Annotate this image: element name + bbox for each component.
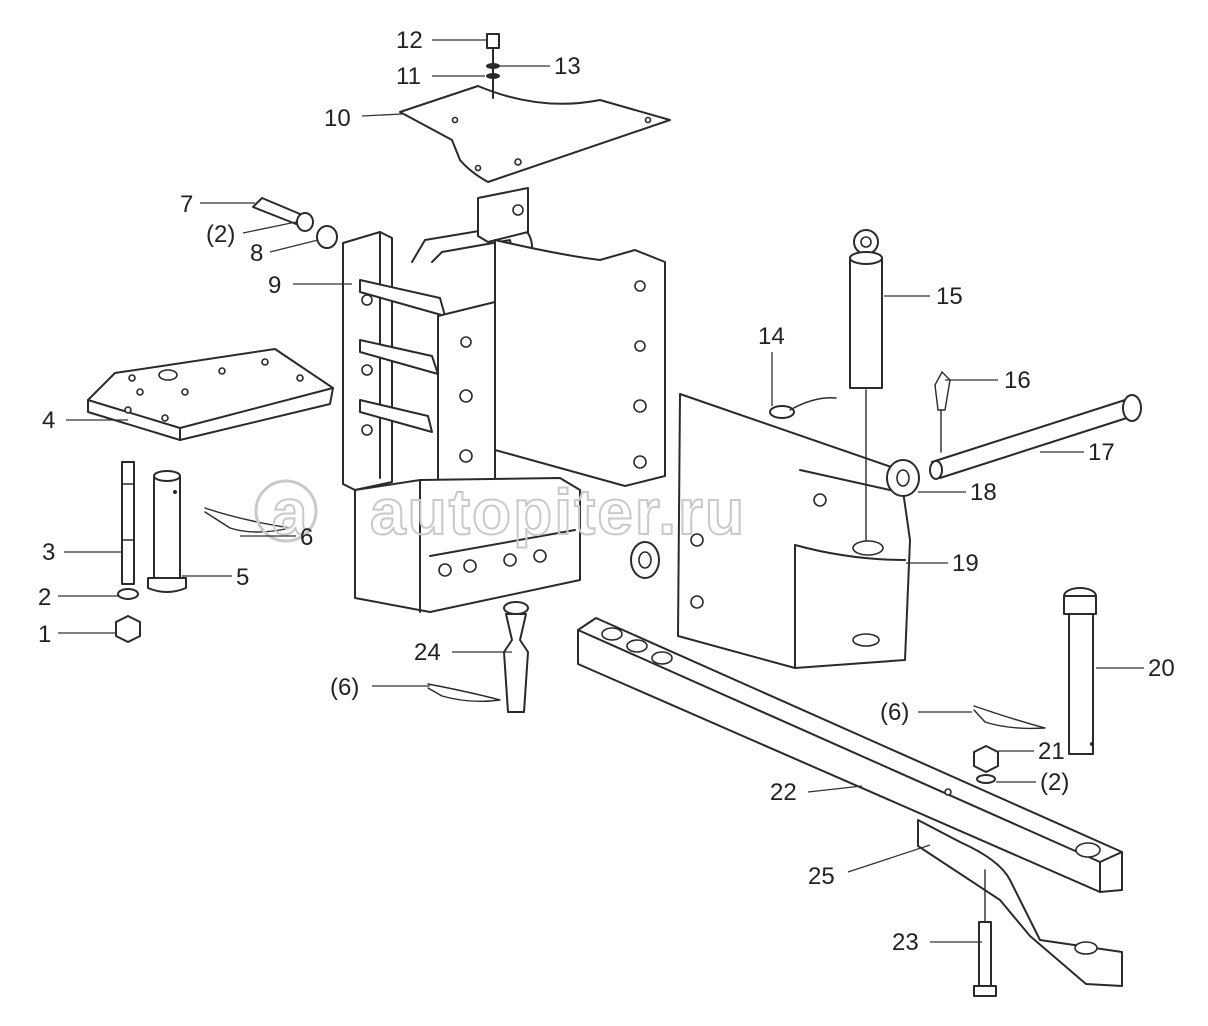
nut-21: [973, 745, 999, 773]
label-17: 17: [1088, 439, 1115, 466]
side-bolt-assembly: [252, 197, 338, 249]
label-2a: (2): [206, 221, 235, 248]
label-25: 25: [808, 863, 835, 890]
label-14: 14: [758, 323, 785, 350]
label-18: 18: [970, 479, 997, 506]
label-11: 11: [396, 63, 421, 90]
label-23: 23: [892, 929, 919, 956]
hitch-frame: [342, 187, 666, 613]
label-8: 8: [250, 240, 263, 267]
label-20: 20: [1148, 655, 1175, 682]
at-sign-logo: [254, 479, 318, 543]
label-2b: (2): [1040, 769, 1069, 796]
ring-14-clip: [789, 397, 837, 411]
label-19: 19: [952, 550, 979, 577]
pin-with-eye: [849, 229, 883, 541]
label-3: 3: [42, 539, 55, 566]
washer-21: [976, 774, 996, 784]
pin-24: [503, 601, 529, 713]
large-pin: [147, 470, 187, 593]
mounting-plate: [87, 348, 334, 441]
top-bolt: [486, 33, 500, 99]
label-2: 2: [38, 584, 51, 611]
r-clip-right: [973, 705, 1046, 730]
r-clip-left: [204, 507, 291, 533]
stud-assembly: [115, 461, 141, 643]
label-4: 4: [42, 407, 55, 434]
cover-plate: [399, 85, 671, 183]
label-6b: (6): [880, 699, 909, 726]
label-5: 5: [236, 564, 249, 591]
label-13: 13: [554, 53, 581, 80]
label-22: 22: [770, 779, 797, 806]
label-1: 1: [38, 621, 51, 648]
label-15: 15: [936, 283, 963, 310]
label-12: 12: [396, 27, 423, 54]
bushing-upper-bore: [896, 469, 910, 487]
ring-14: [769, 405, 795, 419]
label-21: 21: [1038, 738, 1065, 765]
label-16: 16: [1004, 367, 1031, 394]
part-labels: 12 11 13 10 7 (2) 8 9 4 3 2 1 5 6 (6) 24…: [38, 27, 1175, 956]
watermark-logo-glyph: a: [272, 476, 310, 548]
label-9: 9: [268, 272, 281, 299]
watermark-text: autopiter.ru: [370, 476, 746, 548]
watermark: a autopiter.ru: [254, 475, 746, 549]
long-pin: [929, 394, 1142, 480]
clevis: [917, 819, 1123, 987]
label-6a: (6): [330, 674, 359, 701]
lynch-pin: [934, 371, 951, 411]
label-10: 10: [324, 105, 351, 132]
leader-lines: [58, 39, 1144, 943]
bolt-23: [973, 869, 997, 997]
pin-20: [1063, 587, 1097, 755]
label-7: 7: [180, 191, 193, 218]
r-clip-center: [427, 683, 501, 703]
drawbar: [577, 617, 1123, 893]
label-6: 6: [300, 524, 313, 551]
label-24: 24: [414, 639, 441, 666]
